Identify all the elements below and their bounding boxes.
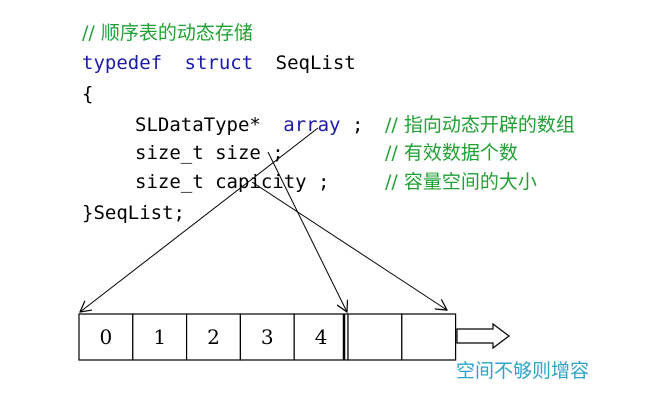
array-cell bbox=[186, 313, 242, 361]
field-capacity-comment: // 容量空间的大小 bbox=[385, 171, 537, 193]
struct-name: SeqList bbox=[276, 52, 356, 74]
array-cell-value: 1 bbox=[153, 325, 166, 349]
field-size-comment: // 有效数据个数 bbox=[385, 142, 518, 164]
growth-note: 空间不够则增容 bbox=[456, 360, 589, 382]
capacity-pointer-arrow bbox=[251, 181, 447, 310]
array-cell bbox=[347, 313, 403, 361]
struct-keyword: struct bbox=[185, 52, 254, 74]
array-cell-value: 4 bbox=[315, 325, 328, 349]
field-array-type: SLDataType* bbox=[135, 114, 261, 136]
array-cell-value: 3 bbox=[261, 325, 274, 349]
array-cells: 0 1 2 3 4 bbox=[78, 313, 457, 361]
field-array-name: array bbox=[283, 114, 340, 136]
field-capacity-decl: size_t capicity ; bbox=[135, 171, 329, 193]
array-pointer-arrow bbox=[80, 127, 319, 312]
array-cell-value: 2 bbox=[207, 325, 220, 349]
close-brace-typename: }SeqList; bbox=[82, 202, 185, 224]
array-cell bbox=[132, 313, 188, 361]
typedef-line: typedef struct SeqList bbox=[82, 52, 356, 74]
field-size-decl: size_t size ; bbox=[135, 142, 284, 164]
field-array-comment: // 指向动态开辟的数组 bbox=[385, 114, 575, 136]
array-cell bbox=[401, 313, 457, 361]
typedef-keyword: typedef bbox=[82, 52, 162, 74]
field-array-decl: SLDataType* array ; bbox=[135, 114, 363, 136]
array-cell bbox=[78, 313, 134, 361]
array-cell-value: 0 bbox=[100, 325, 113, 349]
growth-arrow-icon bbox=[456, 322, 510, 350]
open-brace: { bbox=[82, 83, 93, 105]
field-array-semicolon: ; bbox=[352, 114, 363, 136]
comment-title: // 顺序表的动态存储 bbox=[82, 22, 253, 44]
size-pointer-arrow bbox=[267, 151, 347, 312]
